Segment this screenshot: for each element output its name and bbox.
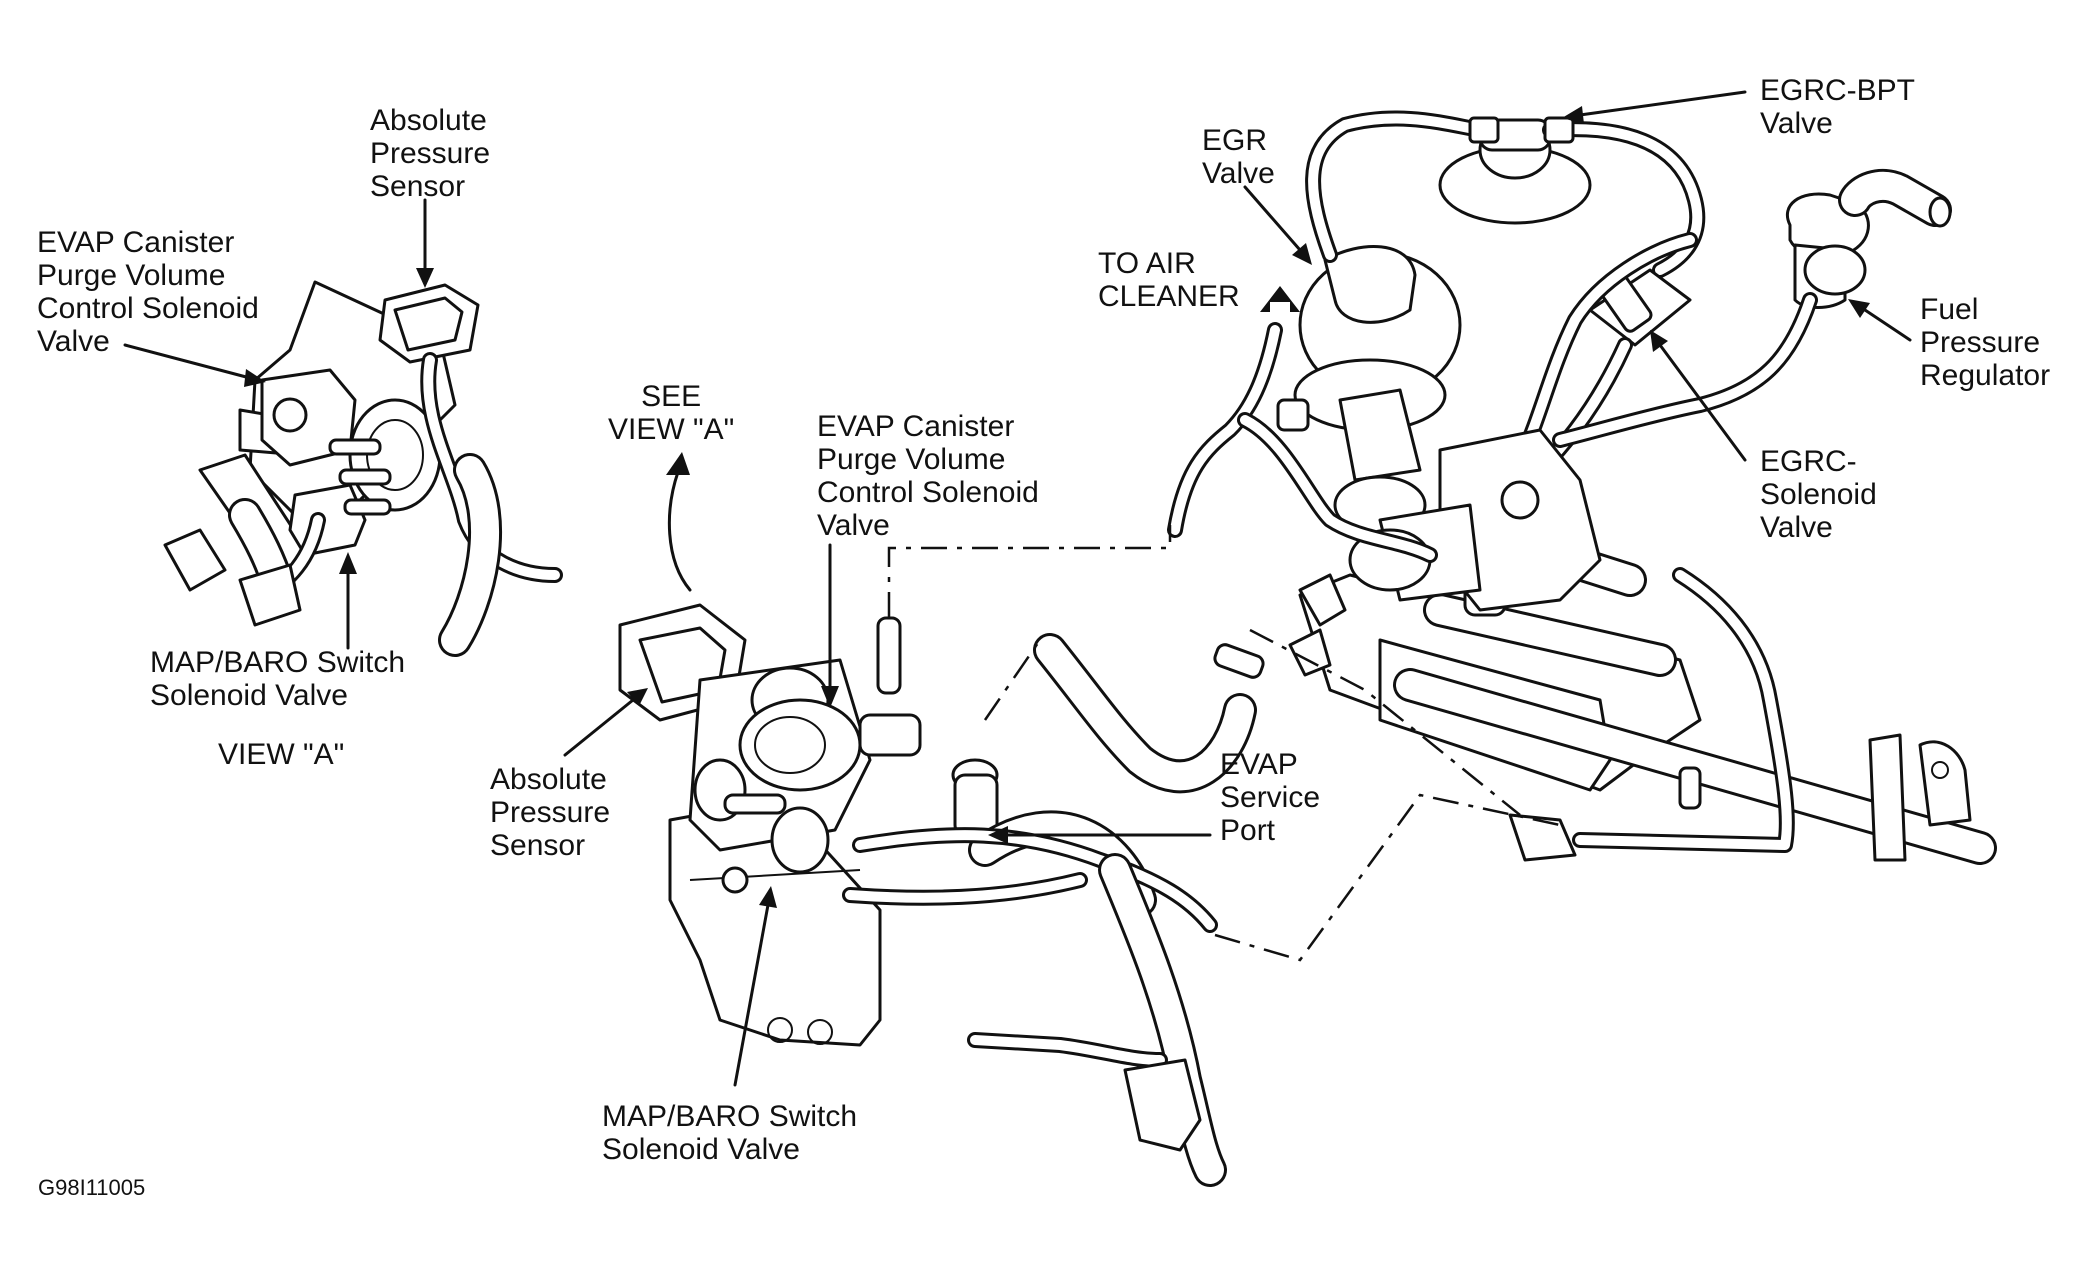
label-line: EGRC-BPT bbox=[1760, 74, 1916, 107]
label-view-a-map-baro-valve: MAP/BARO Switch Solenoid Valve bbox=[150, 646, 405, 712]
label-line: Absolute bbox=[370, 104, 487, 137]
label-line: Port bbox=[1220, 814, 1276, 847]
label-line: EGR bbox=[1202, 124, 1268, 157]
view-a-caption: VIEW "A" bbox=[218, 738, 345, 771]
label-line: Purge Volume bbox=[37, 259, 226, 292]
label-line: EGRC- bbox=[1760, 445, 1857, 478]
view-a-illustration bbox=[163, 280, 563, 657]
label-line: EVAP Canister bbox=[37, 226, 235, 259]
label-view-a-evap-purge-valve: EVAP Canister Purge Volume Control Solen… bbox=[37, 226, 259, 358]
label-see-view-a: SEE VIEW "A" bbox=[608, 380, 734, 446]
label-egrc-bpt-valve: EGRC-BPT Valve bbox=[1760, 74, 1915, 140]
label-fuel-pressure-regulator: Fuel Pressure Regulator bbox=[1920, 293, 2050, 392]
label-line: Valve bbox=[1760, 107, 1833, 140]
label-line: EVAP bbox=[1220, 748, 1298, 781]
label-line: VIEW "A" bbox=[608, 413, 735, 446]
label-line: Valve bbox=[817, 509, 890, 542]
label-main-absolute-pressure-sensor: Absolute Pressure Sensor bbox=[490, 763, 610, 862]
label-line: Absolute bbox=[490, 763, 607, 796]
label-line: Pressure bbox=[1920, 326, 2041, 359]
label-line: EVAP Canister bbox=[817, 410, 1015, 443]
label-line: Valve bbox=[37, 325, 110, 358]
label-egrc-solenoid-valve: EGRC- Solenoid Valve bbox=[1760, 445, 1877, 544]
label-line: Pressure bbox=[490, 796, 611, 829]
label-line: CLEANER bbox=[1098, 280, 1240, 313]
label-line: Sensor bbox=[370, 170, 466, 203]
main-illustration bbox=[618, 110, 1997, 1187]
label-line: Valve bbox=[1202, 157, 1275, 190]
label-main-map-baro-valve: MAP/BARO Switch Solenoid Valve bbox=[602, 1100, 857, 1166]
label-egr-valve: EGR Valve bbox=[1202, 124, 1275, 190]
label-line: Regulator bbox=[1920, 359, 2051, 392]
main-leaders bbox=[563, 90, 1912, 1087]
label-line: TO AIR bbox=[1098, 247, 1196, 280]
label-main-evap-purge-valve: EVAP Canister Purge Volume Control Solen… bbox=[817, 410, 1039, 542]
label-line: MAP/BARO Switch bbox=[602, 1100, 858, 1133]
label-evap-service-port: EVAP Service Port bbox=[1220, 748, 1320, 847]
see-view-arrow bbox=[666, 452, 692, 592]
label-line: MAP/BARO Switch bbox=[150, 646, 406, 679]
label-line: Service bbox=[1220, 781, 1321, 814]
label-line: SEE bbox=[641, 380, 702, 413]
label-line: Fuel bbox=[1920, 293, 1979, 326]
label-line: Valve bbox=[1760, 511, 1833, 544]
dashed-reference-lines bbox=[887, 525, 1561, 962]
label-line: Pressure bbox=[370, 137, 491, 170]
label-line: Solenoid Valve bbox=[150, 679, 348, 712]
air-cleaner-arrow bbox=[1260, 286, 1300, 312]
label-line: Solenoid bbox=[1760, 478, 1877, 511]
figure-id: G98I11005 bbox=[38, 1175, 146, 1200]
label-to-air-cleaner: TO AIR CLEANER bbox=[1098, 247, 1240, 313]
label-line: Solenoid Valve bbox=[602, 1133, 800, 1166]
label-line: Control Solenoid bbox=[37, 292, 259, 325]
view-a-leaders bbox=[123, 198, 434, 650]
label-line: Sensor bbox=[490, 829, 586, 862]
label-line: Control Solenoid bbox=[817, 476, 1039, 509]
label-line: Purge Volume bbox=[817, 443, 1006, 476]
label-view-a-absolute-pressure-sensor: Absolute Pressure Sensor bbox=[370, 104, 490, 203]
